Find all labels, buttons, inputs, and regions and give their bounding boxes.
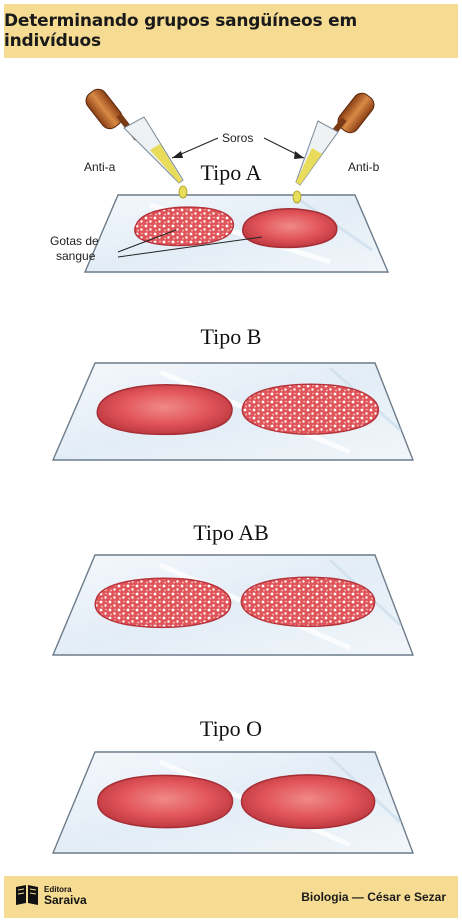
panel-title-tipo-b: Tipo B xyxy=(0,324,462,350)
panel-title-tipo-ab: Tipo AB xyxy=(0,520,462,546)
slide-tipo-a xyxy=(85,195,388,272)
publisher-logo: Editora Saraiva xyxy=(14,883,87,907)
agglutinated-blood-drop xyxy=(95,578,230,627)
slide-tipo-o xyxy=(53,752,413,853)
label-soros: Soros xyxy=(222,131,253,145)
panel-title-tipo-o: Tipo O xyxy=(0,716,462,742)
publisher-name: Saraiva xyxy=(44,895,87,906)
book-credit: Biologia — César e Sezar xyxy=(301,890,446,904)
agglutinated-blood-drop xyxy=(242,384,378,434)
smooth-blood-drop xyxy=(242,775,375,828)
smooth-blood-drop xyxy=(97,385,232,435)
panel-title-tipo-a: Tipo A xyxy=(0,160,462,186)
label-sangue: sangue xyxy=(56,249,95,263)
serum-drop xyxy=(293,191,301,203)
label-anti-a: Anti-a xyxy=(84,160,115,174)
label-anti-b: Anti-b xyxy=(348,160,379,174)
book-icon xyxy=(14,883,40,907)
serum-drop xyxy=(179,186,187,198)
label-gotas-de: Gotas de xyxy=(50,234,99,248)
agglutinated-blood-drop xyxy=(241,577,374,626)
smooth-blood-drop xyxy=(243,209,337,248)
dropper-anti-b xyxy=(293,90,378,203)
footer-bar: Editora Saraiva Biologia — César e Sezar xyxy=(4,876,458,918)
slide-tipo-ab xyxy=(53,555,413,655)
slide-tipo-b xyxy=(53,363,413,460)
smooth-blood-drop xyxy=(98,775,233,827)
